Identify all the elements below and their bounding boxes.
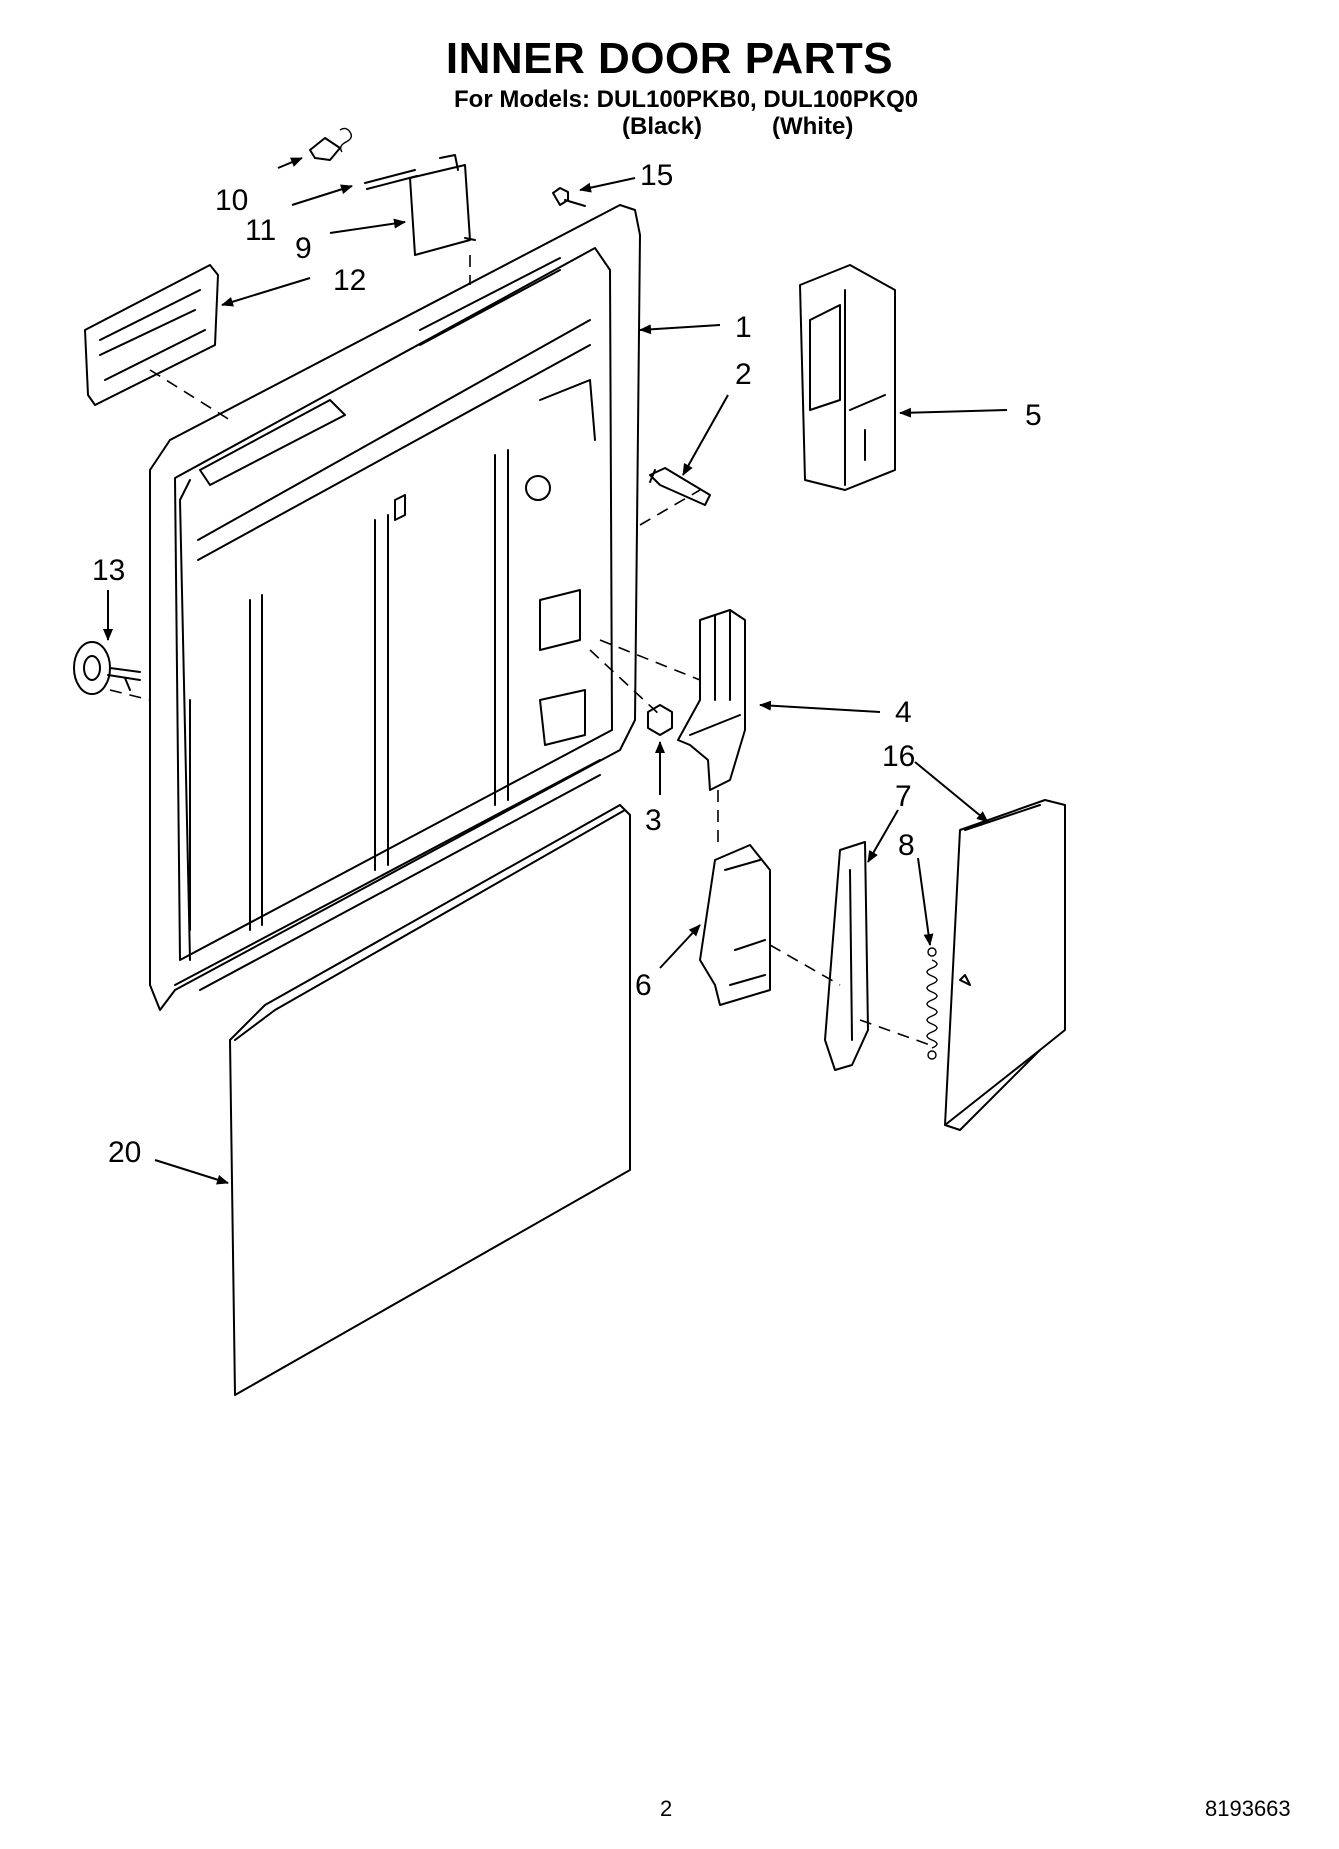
latch-base-part-6: [699, 844, 771, 1006]
handle-part-12: [84, 264, 219, 406]
label-16: 16: [882, 740, 915, 773]
label-2: 2: [735, 358, 752, 391]
arrow-7: [867, 809, 899, 863]
screw-part-15: [552, 187, 586, 207]
arrow-11: [291, 184, 353, 206]
label-3: 3: [645, 804, 662, 837]
page-number: 2: [660, 1796, 673, 1821]
spring-part-8: [926, 947, 938, 1060]
arrow-15: [579, 177, 636, 193]
arrow-5: [899, 407, 1008, 418]
panel-part-20: [229, 804, 631, 1396]
switch-housing-part-5: [799, 264, 896, 491]
part-number-labels: 10 11 9 15 12 1 2 5 13 4 16 3 7 8 6 20: [92, 159, 1042, 1169]
arrow-6: [659, 924, 701, 969]
color-label-black: (Black): [622, 113, 703, 140]
spring-part-10: [309, 127, 353, 161]
label-13: 13: [92, 554, 125, 587]
label-20: 20: [108, 1136, 141, 1169]
cap-part-3: [647, 704, 673, 736]
page-title: INNER DOOR PARTS: [445, 34, 894, 83]
latch-part-4: [677, 609, 746, 791]
label-5: 5: [1025, 399, 1042, 432]
arrow-9: [329, 218, 406, 234]
callout-arrows: [103, 157, 1008, 1185]
label-8: 8: [898, 829, 915, 862]
label-6: 6: [635, 969, 652, 1002]
arrow-4: [759, 700, 881, 713]
label-4: 4: [895, 696, 912, 729]
cover-part-9: [409, 154, 476, 256]
arrow-1: [639, 324, 721, 335]
arrow-16: [914, 761, 989, 823]
label-11: 11: [245, 214, 276, 247]
arrow-20: [154, 1159, 229, 1185]
assembly-lines: [109, 255, 931, 1046]
latch-pin-part-2: [649, 467, 711, 506]
document-number: 8193663: [1205, 1796, 1291, 1821]
color-label-white: (White): [772, 113, 854, 140]
label-1: 1: [735, 311, 752, 344]
label-9: 9: [295, 232, 312, 265]
arrow-2: [682, 394, 729, 476]
arrow-10: [277, 157, 303, 169]
arrow-12: [221, 277, 311, 307]
label-10: 10: [215, 184, 248, 217]
label-12: 12: [333, 264, 366, 297]
model-subtitle: For Models: DUL100PKB0, DUL100PKQ0: [454, 86, 919, 113]
label-15: 15: [640, 159, 673, 192]
pin-part-11: [364, 169, 418, 190]
arrow-8: [917, 857, 934, 946]
slider-part-7: [824, 841, 869, 1071]
cover-panel-part-16: [944, 799, 1066, 1131]
knob-part-13: [73, 641, 141, 695]
label-7: 7: [895, 780, 912, 813]
